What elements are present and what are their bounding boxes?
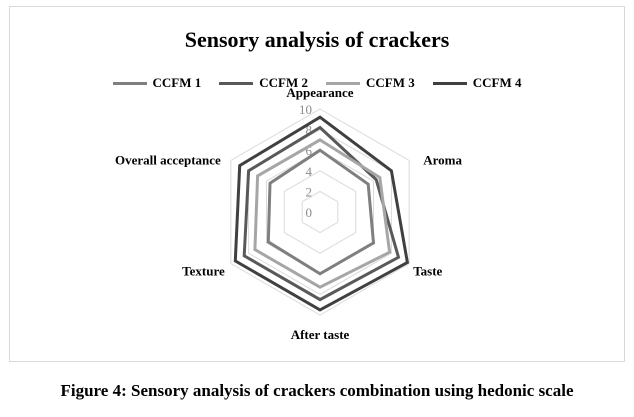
legend-label: CCFM 4: [472, 75, 522, 90]
tick-label: 6: [306, 143, 313, 158]
series-line-1: [266, 148, 376, 276]
axis-label: Aroma: [423, 153, 462, 168]
legend-swatch: [326, 81, 360, 85]
legend-item-1: CCFM 1: [112, 75, 202, 91]
tick-label: 10: [299, 102, 312, 117]
legend-label: CCFM 2: [259, 75, 308, 90]
chart-title: Sensory analysis of crackers: [184, 27, 450, 52]
grid-ring: [230, 108, 410, 316]
legend-swatch: [219, 81, 254, 85]
legend-label: CCFM 3: [366, 75, 415, 90]
grid-ring: [283, 170, 357, 254]
figure-caption: Figure 4: Sensory analysis of crackers c…: [60, 381, 574, 400]
axis-label: Taste: [413, 264, 442, 279]
series-line-4: [233, 115, 410, 312]
tick-label: 0: [306, 205, 313, 220]
tick-label: 8: [306, 123, 313, 138]
legend-item-3: CCFM 3: [326, 75, 415, 91]
legend-item-2: CCFM 2: [219, 75, 308, 91]
series-line-2: [242, 125, 401, 302]
grid-ring: [301, 190, 339, 234]
axis-label: After taste: [291, 327, 350, 342]
axis-label: Overall acceptance: [115, 153, 221, 168]
legend-swatch: [432, 81, 467, 85]
legend: CCFM 1 CCFM 2 CCFM 3 CCFM 4: [10, 75, 624, 91]
tick-label: 4: [306, 164, 313, 179]
legend-item-4: CCFM 4: [432, 75, 522, 91]
grid-ring: [266, 149, 374, 275]
axis-label: Appearance: [286, 85, 353, 100]
axis-label: Texture: [182, 264, 225, 279]
series-line-3: [253, 138, 392, 289]
tick-label: 2: [306, 184, 313, 199]
legend-label: CCFM 1: [152, 75, 202, 90]
legend-swatch: [112, 81, 147, 85]
